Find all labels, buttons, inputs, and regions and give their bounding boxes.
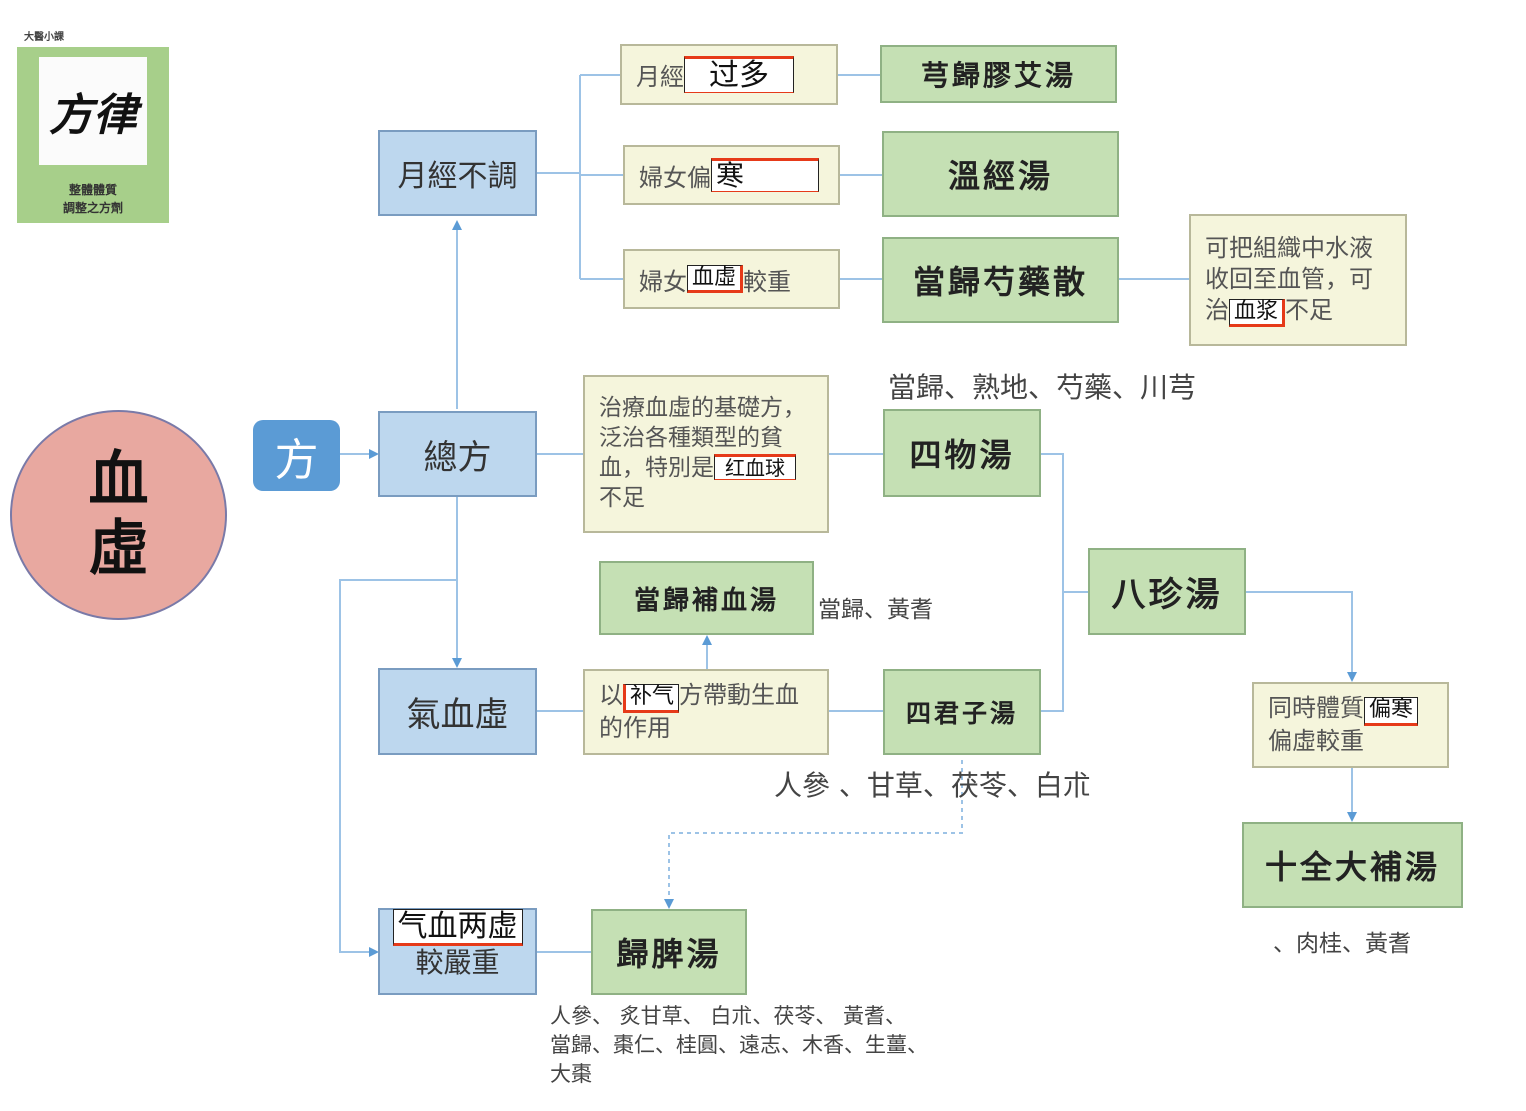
node-qi-blood-deficiency-label: 氣血虛 — [406, 695, 509, 735]
desc-cold-constitution: 同時體質偏寒 偏虛較重 — [1252, 682, 1449, 768]
logo: 方律 整體體質 調整之方劑 — [17, 47, 169, 223]
desc-qi-line1-suffix: 方帶動生血 — [679, 681, 800, 710]
formula-sijunzi: 四君子湯 — [883, 669, 1041, 755]
formula-wenjing: 溫經湯 — [882, 131, 1119, 217]
desc-qi-line1: 以补气方帶動生血 — [599, 680, 800, 713]
formula-danggui-buxue: 當歸補血湯 — [599, 561, 814, 635]
node-dual-deficiency-severity: 較嚴重 — [415, 946, 500, 980]
node-qi-blood-deficiency: 氣血虛 — [378, 668, 537, 755]
formula-guipi-label: 歸脾湯 — [616, 935, 722, 973]
desc-fluid-line1: 可把組織中水液 — [1205, 233, 1373, 262]
highlight-plasma: 血浆 — [1229, 299, 1286, 328]
desc-cold-line1: 同時體質偏寒 — [1268, 693, 1419, 726]
formula-sijunzi-label: 四君子湯 — [905, 699, 1018, 728]
node-menstrual-irregularity-label: 月經不調 — [397, 159, 518, 194]
root-circle-blood-deficiency: 血 虛 — [10, 410, 227, 620]
formula-siwu: 四物湯 — [883, 409, 1041, 497]
ingredients-guipi-line3: 大棗 — [550, 1062, 592, 1086]
desc-fluid-line3-prefix: 治 — [1205, 296, 1229, 325]
ingredients-sijunzi: 人參 、甘草、茯苓、白朮 — [774, 769, 1091, 802]
formula-xionggui-jiaoai-label: 芎歸膠艾湯 — [920, 59, 1076, 92]
highlight-tonify-qi: 补气 — [623, 684, 680, 713]
ingredients-guipi-line2: 當歸、棗仁、桂圓、遠志、木香、生薑、 — [550, 1033, 928, 1057]
desc-fluid-line2: 收回至血管，可 — [1205, 264, 1373, 293]
formula-bazhen-label: 八珍湯 — [1111, 575, 1223, 615]
formula-danggui-shaoyao: 當歸芍藥散 — [882, 237, 1119, 323]
highlight-red-blood-cells: 红血球 — [714, 454, 796, 480]
desc-basic-line3: 血，特別是红血球 — [599, 454, 796, 484]
formula-guipi: 歸脾湯 — [591, 909, 747, 995]
desc-basic-formula: 治療血虛的基礎方， 泛治各種類型的貧 血，特別是红血球 不足 — [583, 375, 829, 533]
formula-xionggui-jiaoai: 芎歸膠艾湯 — [880, 45, 1117, 103]
desc-women-suffix: 較重 — [743, 267, 792, 296]
desc-cold-line2: 偏虛較重 — [1268, 726, 1364, 755]
desc-fluid-recovery: 可把組織中水液 收回至血管，可 治血浆不足 — [1189, 214, 1407, 346]
highlight-excess: 过多 — [684, 56, 794, 93]
desc-menstrual-excess-prefix: 月經 — [636, 63, 684, 91]
highlight-cold: 寒 — [711, 157, 819, 193]
root-char-1: 血 — [88, 445, 149, 515]
formula-bazhen: 八珍湯 — [1088, 548, 1246, 635]
fang-badge: 方 — [253, 420, 340, 491]
highlight-tends-cold: 偏寒 — [1364, 697, 1419, 726]
formula-shiquan-dabu: 十全大補湯 — [1242, 822, 1463, 908]
ingredients-danggui-buxue: 當歸、黃耆 — [818, 597, 933, 623]
formula-danggui-shaoyao-label: 當歸芍藥散 — [912, 263, 1088, 301]
ingredients-guipi-line1: 人參、 炙甘草、 白朮、茯苓、 黃耆、 — [550, 1004, 907, 1028]
highlight-blood-deficiency: 血虛 — [687, 264, 744, 294]
logo-subtitle-1: 整體體質 — [68, 183, 117, 197]
desc-menstrual-excess: 月經 过多 — [620, 44, 838, 105]
desc-women-cold-prefix: 婦女偏 — [639, 163, 711, 192]
formula-shiquan-dabu-label: 十全大補湯 — [1264, 848, 1440, 886]
desc-basic-line2: 泛治各種類型的貧 — [599, 425, 783, 452]
desc-women-blood-deficiency: 婦女 血虛 較重 — [623, 249, 840, 309]
highlight-dual-deficiency: 气血两虚 — [392, 909, 523, 947]
desc-women-prefix: 婦女 — [639, 267, 687, 296]
ingredients-shiquan: 、肉桂、黃耆 — [1273, 931, 1411, 957]
fang-badge-label: 方 — [274, 434, 319, 486]
ingredients-siwu: 當歸、熟地、芍藥、川芎 — [888, 371, 1197, 404]
desc-qi-line1-prefix: 以 — [599, 681, 623, 710]
desc-qi-drives-blood: 以补气方帶動生血 的作用 — [583, 669, 829, 755]
formula-danggui-buxue-label: 當歸補血湯 — [633, 585, 779, 616]
node-general-formula: 總方 — [378, 411, 537, 497]
logo-top-text: 大醫小課 — [24, 32, 64, 43]
desc-basic-line1: 治療血虛的基礎方， — [599, 395, 806, 422]
root-char-2: 虛 — [88, 514, 149, 584]
desc-fluid-line3: 治血浆不足 — [1205, 295, 1334, 328]
logo-calligraphy-panel: 方律 — [39, 57, 147, 165]
desc-basic-line3-text: 血，特別是 — [599, 455, 714, 481]
logo-calligraphy: 方律 — [49, 90, 137, 141]
node-general-formula-label: 總方 — [423, 437, 492, 478]
desc-women-cold: 婦女偏 寒 — [623, 145, 840, 205]
formula-wenjing-label: 溫經湯 — [947, 157, 1053, 195]
desc-cold-line1-prefix: 同時體質 — [1268, 694, 1364, 723]
node-dual-deficiency: 气血两虚 較嚴重 — [378, 908, 537, 995]
desc-basic-line4: 不足 — [599, 484, 645, 511]
formula-siwu-label: 四物湯 — [909, 436, 1015, 474]
desc-qi-line2: 的作用 — [599, 713, 671, 742]
desc-fluid-line3-suffix: 不足 — [1285, 296, 1334, 325]
logo-subtitle-2: 調整之方劑 — [62, 201, 123, 215]
node-menstrual-irregularity: 月經不調 — [378, 130, 537, 216]
